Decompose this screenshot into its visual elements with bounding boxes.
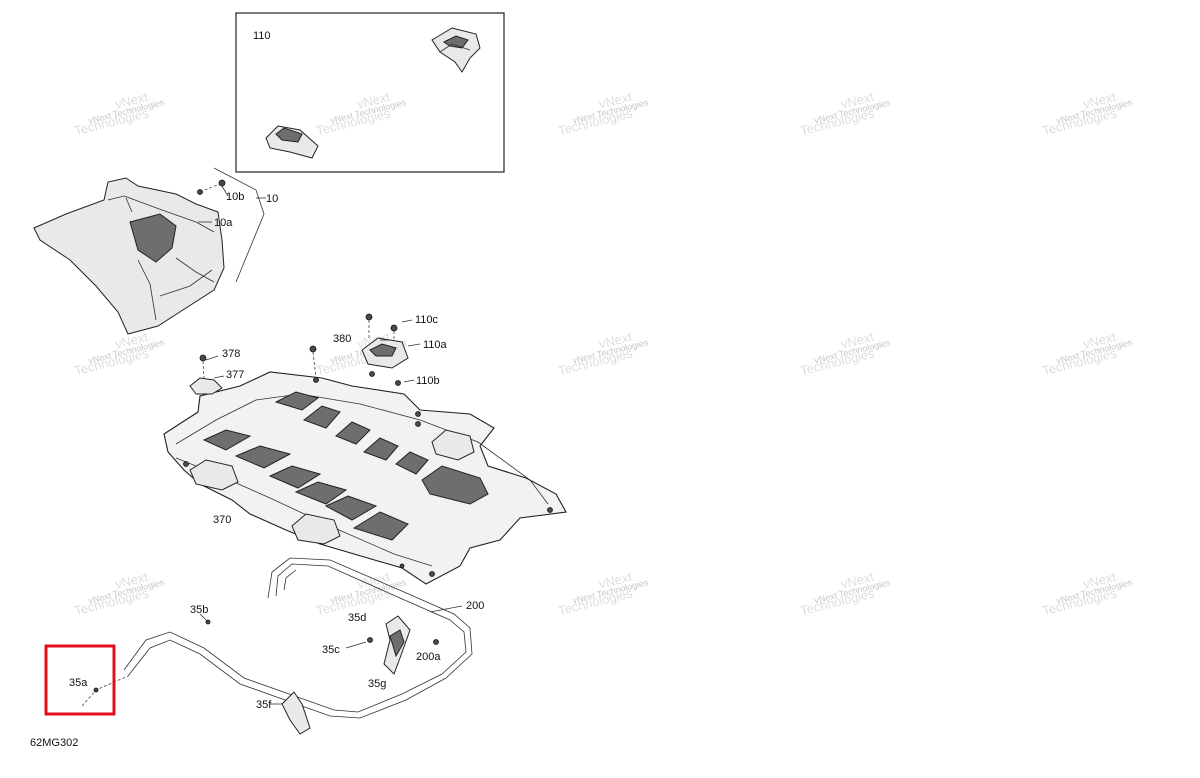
diagram-code: 62MG302 — [30, 737, 78, 749]
callout-378[interactable]: 378 — [222, 348, 240, 360]
screw-icon — [218, 179, 226, 187]
frame-part-200 — [93, 557, 473, 735]
callout-35f[interactable]: 35f — [256, 699, 272, 711]
callout-35c[interactable]: 35c — [322, 644, 340, 656]
callout-35b[interactable]: 35b — [190, 604, 208, 616]
fastener-group-110 — [309, 313, 421, 417]
callout-370[interactable]: 370 — [213, 514, 231, 526]
callout-35g[interactable]: 35g — [368, 678, 386, 690]
callout-10a[interactable]: 10a — [214, 217, 233, 229]
callout-110a[interactable]: 110a — [423, 339, 448, 351]
highlight-box-35a — [44, 644, 116, 716]
callout-377[interactable]: 377 — [226, 369, 244, 381]
callout-200a[interactable]: 200a — [416, 651, 441, 663]
handle-part-icon — [265, 125, 319, 159]
callout-380[interactable]: 380 — [333, 333, 351, 345]
callout-110c[interactable]: 110c — [415, 314, 439, 326]
callout-35a[interactable]: 35a — [69, 677, 88, 689]
callout-200[interactable]: 200 — [466, 600, 484, 612]
inset-label: 110 — [253, 30, 271, 42]
callout-35d[interactable]: 35d — [348, 612, 366, 624]
handle-part-icon — [431, 27, 481, 73]
callout-10[interactable]: 10 — [266, 193, 278, 205]
inset-box-110: 110 — [235, 12, 505, 173]
cover-part-10a — [33, 177, 225, 335]
callout-110b[interactable]: 110b — [416, 375, 440, 387]
floor-plate-370 — [163, 371, 567, 585]
bracket-part-377 — [189, 354, 225, 395]
callout-10b[interactable]: 10b — [226, 191, 244, 203]
